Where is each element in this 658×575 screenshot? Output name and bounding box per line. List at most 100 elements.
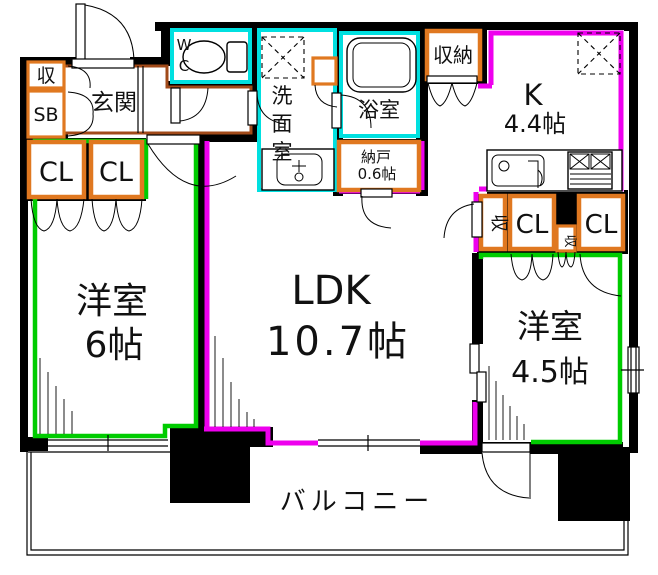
washroom-label-3: 室 (272, 140, 293, 164)
floor-entrance-hall (63, 66, 252, 133)
ldk-border-bottom-left (204, 426, 318, 446)
closet-row-cl-a (507, 193, 557, 252)
shuno-door-track (426, 75, 478, 84)
bathroom-label: 浴室 (358, 98, 400, 122)
west45-border (478, 252, 623, 445)
west45-label: 洋室 (517, 307, 583, 346)
wc-door-arc (179, 87, 209, 122)
west45-sliding-leaf-1 (469, 343, 480, 374)
closet-row-cl-b-label: CL (585, 210, 618, 240)
wc-door-leaf (170, 87, 181, 124)
wall-west45-bottom (482, 442, 623, 452)
wc-label-line2: C (179, 57, 189, 75)
window-ldk (318, 435, 420, 451)
shoe-box (26, 89, 66, 139)
shoe-box-label: SB (33, 104, 58, 126)
wall-bottom-left (28, 437, 48, 451)
nook-door-arc (443, 203, 475, 239)
washroom-storage-door-arc (314, 84, 338, 108)
balcony-railing-inner (30, 452, 625, 551)
hall-ldk-door-leaf (146, 134, 201, 145)
storage-box-washroom (311, 56, 338, 86)
west6-label: 洋室 (76, 281, 148, 322)
storage-b-bifold-door (557, 251, 576, 268)
nando-size-label: 0.6帖 (358, 165, 397, 183)
kitchen-size-label: 4.4帖 (504, 110, 566, 138)
closet-row-storage-a-label: 収 (488, 214, 509, 232)
bathroom-door-arc (340, 94, 372, 129)
hall-ldk-door-arc (147, 143, 237, 187)
entry-storage-label: 収 (36, 65, 55, 87)
shuno-bifold-door (427, 82, 478, 107)
balcony-railing-outer (26, 452, 629, 556)
front-door-arc (84, 4, 135, 61)
wall-left (20, 57, 28, 452)
nando-door-arc (361, 195, 392, 229)
closet-cl1-label: CL (39, 157, 73, 188)
wc-label-line1: W (177, 36, 192, 54)
shoe-box-door-arcs (67, 91, 94, 137)
cl-row-a-bifold-door (510, 253, 554, 281)
cl-row-b-door-arc (579, 253, 622, 297)
cl2-bifold-door (91, 198, 143, 232)
fridge-space-icon (577, 32, 621, 75)
shuno-label: 収納 (433, 43, 473, 67)
front-door-threshold (71, 58, 135, 69)
bathroom-border (339, 31, 420, 138)
wall-topleft-b (130, 57, 172, 66)
bathroom-door-leaf (331, 92, 342, 129)
nando-door-leaf (360, 188, 393, 198)
closet-row-storage-b-label: 収 (562, 234, 577, 247)
floor-kitchen-nook (428, 84, 487, 194)
closet-row-cl-b (576, 193, 626, 252)
nando-label: 納戸 (361, 148, 391, 166)
bathtub-icon (346, 37, 417, 93)
wall-ldk-top (197, 133, 259, 142)
entrance-step-line (137, 66, 144, 133)
closet-row-storage-b (555, 224, 577, 253)
cl1-bifold-door (30, 198, 85, 232)
closet-cl2-label: CL (99, 157, 133, 188)
closet-cl2 (88, 139, 145, 200)
west45-sliding-leaf-2 (476, 371, 487, 403)
windows-and-rails (26, 66, 644, 556)
pillar-center-top (170, 427, 273, 447)
window-west45 (621, 347, 644, 393)
closet-boxes (26, 28, 626, 253)
nook-door-leaf (471, 201, 483, 238)
front-door-leaf (75, 3, 86, 62)
pillar-bottom-right (558, 447, 630, 521)
wall-right-lower (629, 393, 638, 453)
window-west6 (48, 435, 168, 451)
room-labels: W C 玄関 収 SB CL CL 洗 面 室 浴室 納戸 0.6帖 収納 K … (33, 36, 617, 517)
balcony-door-arc (481, 452, 531, 499)
closet-cl1 (26, 139, 87, 200)
stove-icon (567, 151, 613, 190)
washroom-label-1: 洗 (272, 84, 293, 108)
wall-wc-left (161, 22, 172, 66)
storage-box-shuno (424, 28, 483, 82)
balcony-label: バルコニー (280, 487, 434, 517)
washroom-door-leaf (247, 90, 258, 126)
wall-ldk-west45-a (472, 253, 483, 344)
west6-size-label: 6帖 (85, 325, 144, 366)
washer-space-icon (261, 36, 305, 79)
balcony-door-leaf (481, 442, 531, 453)
sink-vanity-icon (261, 148, 335, 191)
west45-size-label: 4.5帖 (511, 355, 589, 390)
wall-wc-washroom (250, 28, 259, 83)
fixtures (182, 32, 623, 192)
wall-balcony-strip-a (420, 445, 482, 454)
closet-row-cl-a-label: CL (516, 210, 549, 240)
wall-top (155, 22, 638, 31)
entrance-border-line (58, 64, 253, 135)
toilet-icon (182, 40, 248, 74)
wall-right-upper (629, 22, 638, 347)
entrance-label: 玄関 (91, 90, 137, 116)
ldk-label: LDK (291, 268, 372, 314)
washroom-door-arc (256, 92, 287, 125)
pillar-center-body (170, 447, 250, 503)
doors (30, 3, 622, 499)
